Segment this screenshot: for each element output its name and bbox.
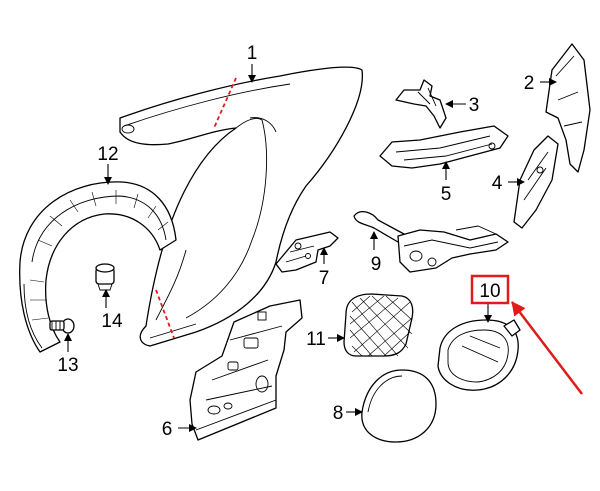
part-14-plug — [95, 263, 115, 291]
callout-9: 9 — [371, 254, 382, 275]
callout-7: 7 — [319, 268, 330, 289]
part-11-vent — [343, 293, 414, 357]
part-6-inner-panel — [189, 299, 303, 441]
part-4-panel — [513, 135, 559, 229]
part-9-fuel-door-housing — [353, 210, 509, 273]
part-1-quarter-panel — [119, 66, 363, 347]
part-3-bracket — [395, 79, 447, 129]
highlight-arrow — [511, 301, 583, 395]
callout-10: 10 — [479, 281, 500, 302]
callout-6: 6 — [162, 419, 173, 440]
callout-3: 3 — [469, 95, 480, 116]
part-8-fuel-door — [361, 369, 437, 443]
callout-2: 2 — [524, 73, 535, 94]
callout-1: 1 — [247, 43, 258, 64]
highlight-box — [470, 274, 510, 305]
callout-labels: 1 2 3 4 5 6 7 8 9 10 11 12 13 14 — [57, 43, 534, 440]
part-13-bolt — [49, 318, 75, 334]
callout-8: 8 — [333, 403, 344, 424]
callout-12: 12 — [97, 144, 118, 165]
callout-14: 14 — [101, 311, 123, 332]
part-7-bracket — [275, 231, 339, 273]
callout-13: 13 — [57, 355, 78, 376]
part-2-pillar — [545, 43, 591, 173]
callout-11: 11 — [306, 329, 326, 350]
callout-4: 4 — [492, 173, 503, 194]
leader-lines — [64, 64, 557, 432]
callout-5: 5 — [441, 184, 452, 205]
part-10-filler-housing — [437, 319, 521, 391]
part-5-reinforcement — [379, 125, 509, 169]
